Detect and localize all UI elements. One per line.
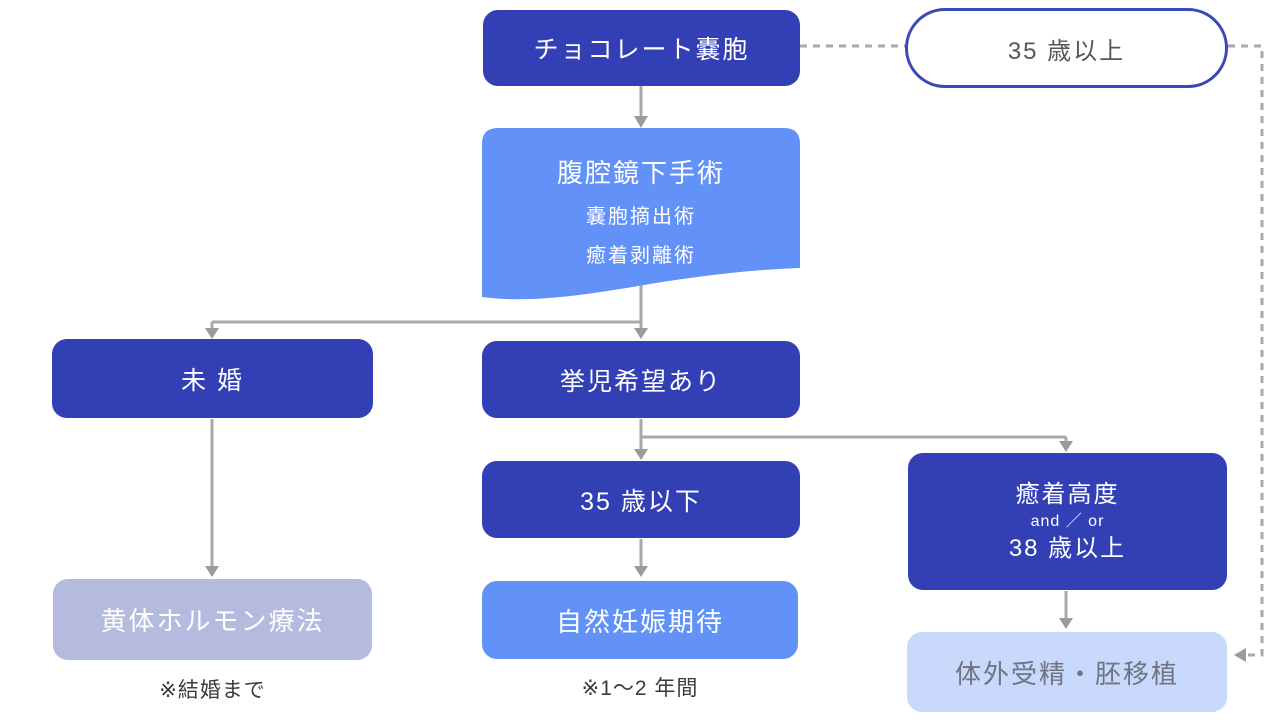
- adhesion-line2: and ／ or: [1030, 512, 1105, 530]
- surgery-title: 腹腔鏡下手術: [556, 158, 725, 188]
- node-severe-adhesion: 癒着高度 and ／ or 38 歳以上: [908, 453, 1227, 590]
- dashed-link-pill-to-ivf: [1228, 44, 1264, 662]
- surgery-sub-adhesiolysis: 癒着剥離術: [586, 245, 696, 267]
- node-age-35-over: 35 歳以上: [905, 8, 1228, 88]
- node-laparoscopic-surgery: 腹腔鏡下手術 嚢胞摘出術 癒着剥離術: [482, 128, 800, 304]
- node-unmarried-label: 未 婚: [181, 366, 244, 395]
- node-wants-children-label: 挙児希望あり: [559, 367, 722, 396]
- arrow-unmarried-to-progestin: [205, 419, 219, 577]
- node-age-35-over-label: 35 歳以上: [1007, 37, 1126, 65]
- surgery-wave-shape: [482, 128, 800, 300]
- node-age-35-under: 35 歳以下: [482, 461, 800, 538]
- node-ivf-embryo-transfer-label: 体外受精・胚移植: [954, 658, 1179, 689]
- node-age-35-under-label: 35 歳以下: [580, 487, 702, 516]
- surgery-sub-cystectomy: 嚢胞摘出術: [586, 206, 696, 228]
- note-one-to-two-years: ※1〜2 年間: [581, 677, 699, 700]
- node-chocolate-cyst-label: チョコレート嚢胞: [533, 36, 750, 64]
- node-ivf-embryo-transfer: 体外受精・胚移植: [907, 632, 1227, 712]
- node-natural-pregnancy: 自然妊娠期待: [482, 581, 798, 659]
- node-wants-children: 挙児希望あり: [482, 341, 800, 418]
- node-chocolate-cyst: チョコレート嚢胞: [483, 10, 800, 86]
- surgery-text-block: 腹腔鏡下手術 嚢胞摘出術 癒着剥離術: [482, 128, 800, 268]
- node-progestin-therapy-label: 黄体ホルモン療法: [100, 606, 325, 636]
- adhesion-line3: 38 歳以上: [1008, 534, 1127, 562]
- arrow-wants-to-branch: [634, 419, 1073, 460]
- arrow-under35-to-natural: [634, 539, 648, 577]
- node-unmarried: 未 婚: [52, 339, 373, 418]
- node-natural-pregnancy-label: 自然妊娠期待: [555, 606, 724, 637]
- arrow-chocolate-to-surgery: [634, 86, 648, 128]
- arrow-adhesion-to-ivf: [1059, 591, 1073, 629]
- node-progestin-therapy: 黄体ホルモン療法: [53, 579, 372, 660]
- adhesion-line1: 癒着高度: [1015, 480, 1120, 508]
- note-until-marriage: ※結婚まで: [159, 679, 266, 702]
